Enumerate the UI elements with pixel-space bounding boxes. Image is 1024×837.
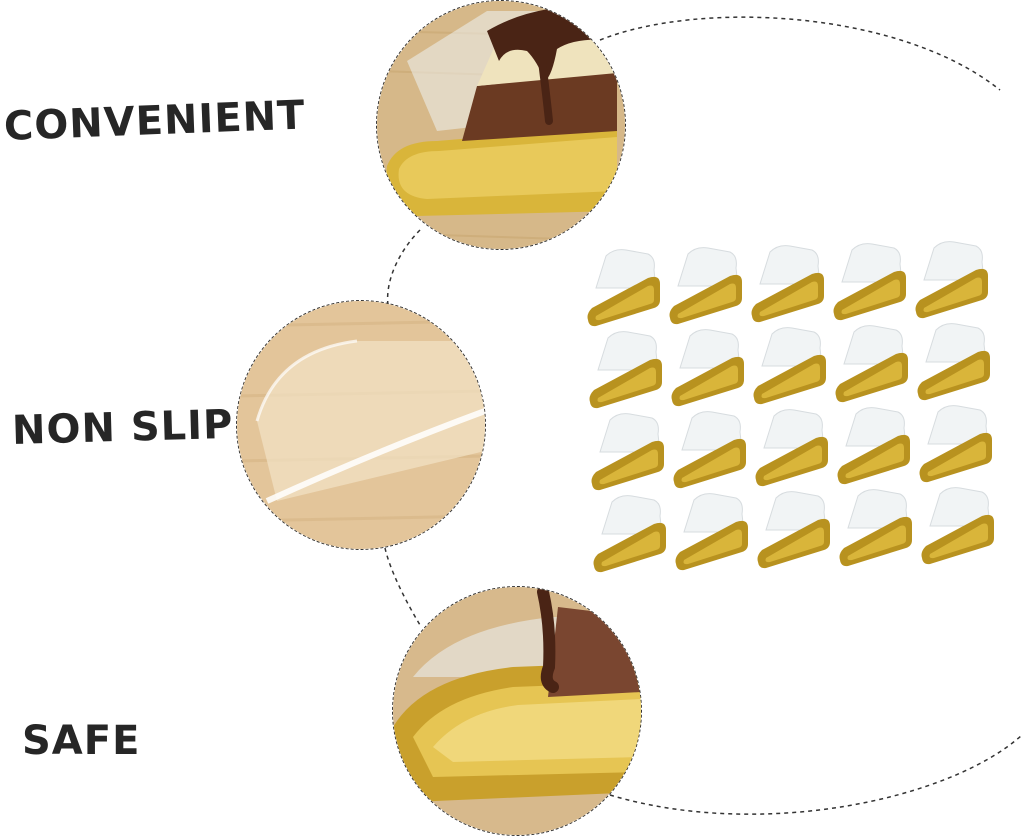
bottom-right-arc <box>609 734 1023 815</box>
gold-tray-closeup-icon <box>393 587 641 835</box>
triangle-cake-box-icon <box>757 491 830 569</box>
left-arc-lower <box>384 547 421 626</box>
safe-photo-circle <box>392 586 642 836</box>
triangle-cake-box-icon <box>587 249 660 327</box>
triangle-cake-box-icon <box>917 323 990 401</box>
triangle-cake-box-icon <box>589 331 662 409</box>
triangle-cake-box-icon <box>839 489 912 567</box>
triangle-cake-box-icon <box>673 411 746 489</box>
triangle-cake-box-icon <box>591 413 664 491</box>
feature-label-safe: SAFE <box>22 718 141 764</box>
triangle-cake-box-icon <box>915 241 988 319</box>
triangle-cake-box-icon <box>837 407 910 485</box>
clear-film-on-wood-icon <box>237 301 485 549</box>
triangle-cake-box-icon <box>593 495 666 573</box>
triangle-cake-box-icon <box>833 243 906 321</box>
left-arc-upper <box>386 229 421 306</box>
triangle-cake-box-icon <box>755 409 828 487</box>
triangle-cake-box-icon <box>669 247 742 325</box>
triangle-cake-box-icon <box>671 329 744 407</box>
nonslip-photo-circle <box>236 300 486 550</box>
triangle-cake-box-icon <box>753 327 826 405</box>
triangle-cake-box-icon <box>675 493 748 571</box>
top-right-arc <box>599 16 1001 91</box>
triangle-cake-box-icon <box>921 487 994 565</box>
triangle-cake-box-icon <box>835 325 908 403</box>
triangle-cake-box-icon <box>751 245 824 323</box>
triangle-cake-box-icon <box>919 405 992 483</box>
